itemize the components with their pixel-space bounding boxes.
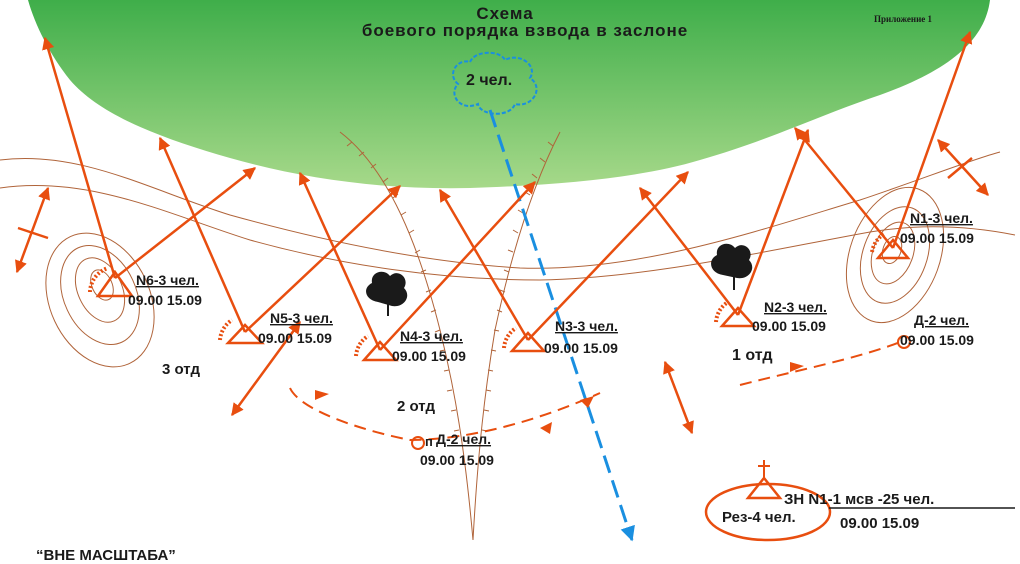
position-n4-name: N4-3 чел. — [400, 328, 463, 344]
patrol-post-1 — [897, 335, 911, 349]
position-triangles — [95, 238, 911, 500]
position-n5-time: 09.00 15.09 — [258, 330, 332, 346]
patrol-1-time: 09.00 15.09 — [900, 332, 974, 348]
position-n2-time: 09.00 15.09 — [752, 318, 826, 334]
forest-area — [28, 0, 990, 189]
squad-1-label: 1 отд — [732, 347, 773, 364]
cross-icon — [758, 460, 770, 478]
patrol-2-marker: п — [425, 434, 433, 449]
enemy-label: 2 чел. — [466, 72, 512, 89]
enemy-route-arrow — [488, 109, 635, 542]
position-n3-name: N3-3 чел. — [555, 318, 618, 334]
reserve-head: ЗН N1-1 мсв -25 чел. — [784, 491, 934, 508]
squad-routes — [289, 341, 901, 442]
position-n3-time: 09.00 15.09 — [544, 340, 618, 356]
position-n4-time: 09.00 15.09 — [392, 348, 466, 364]
route-arrowheads — [315, 362, 804, 434]
reserve-rez: Рез-4 чел. — [722, 509, 796, 526]
scale-note: “ВНЕ МАСШТАБА” — [36, 547, 176, 564]
position-n5-name: N5-3 чел. — [270, 310, 333, 326]
position-n1-time: 09.00 15.09 — [900, 230, 974, 246]
title-line1: Схема — [476, 4, 533, 23]
patrol-2-time: 09.00 15.09 — [420, 452, 494, 468]
patrol-2-name: Д-2 чел. — [436, 431, 491, 447]
arrow-crossbars — [17, 157, 973, 240]
hatch-arcs — [88, 232, 886, 357]
appendix-label: Приложение 1 — [874, 14, 933, 24]
position-n1-name: N1-3 чел. — [910, 210, 973, 226]
position-n6-time: 09.00 15.09 — [128, 292, 202, 308]
enemy-cloud-marker — [452, 51, 538, 115]
reserve-oval — [704, 482, 832, 542]
position-n6-name: N6-3 чел. — [136, 272, 199, 288]
tree-icon — [366, 271, 408, 316]
squad-3-label: 3 отд — [162, 361, 200, 378]
reserve-time: 09.00 15.09 — [840, 515, 919, 532]
patrol-1-name: Д-2 чел. — [914, 312, 969, 328]
title-line2: боевого порядка взвода в заслоне — [362, 21, 688, 40]
flank-arrows — [15, 139, 989, 435]
patrol-post-2 — [411, 436, 425, 450]
fire-sectors — [42, 30, 973, 351]
position-n2-name: N2-3 чел. — [764, 299, 827, 315]
squad-2-label: 2 отд — [397, 398, 435, 415]
tree-icon — [711, 243, 753, 290]
